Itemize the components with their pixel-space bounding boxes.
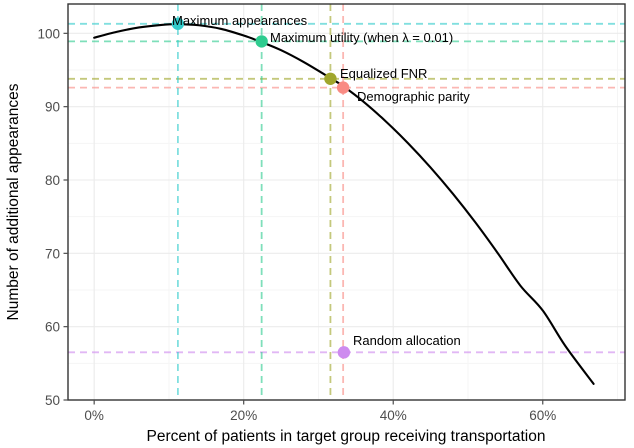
x-axis-title: Percent of patients in target group rece… [147,428,546,445]
y-axis-ticks: 50 60 70 80 90 100 [37,26,68,408]
x-tick-label: 0% [84,408,104,423]
point-maximum-utility [255,35,268,48]
label-random-allocation: Random allocation [353,333,461,348]
x-tick-label: 20% [230,408,257,423]
y-tick-label: 80 [45,173,60,188]
label-equalized-fnr: Equalized FNR [340,66,427,81]
x-tick-label: 40% [380,408,407,423]
y-tick-label: 50 [45,393,60,408]
plot-panel-border [67,3,626,401]
point-random-allocation [337,346,351,359]
y-tick-label: 70 [45,246,60,261]
point-maximum-appearances [171,17,185,30]
y-axis-title: Number of additional appearances [5,83,22,320]
point-equalized-fnr [324,72,337,86]
label-maximum-appearances: Maximum appearances [172,13,308,28]
y-tick-label: 100 [37,26,60,41]
reference-vertical-lines [177,4,345,400]
x-tick-label: 60% [529,408,556,423]
point-demographic-parity [336,81,350,94]
data-points [171,17,351,359]
label-maximum-utility: Maximum utility (when λ = 0.01) [270,30,453,45]
y-tick-label: 90 [45,100,60,115]
x-axis-ticks: 0% 20% 40% 60% [84,400,556,423]
plot-panel-background [68,4,625,400]
grid-major-lines [68,4,625,401]
label-demographic-parity: Demographic parity [357,89,470,104]
y-tick-label: 60 [45,320,60,335]
